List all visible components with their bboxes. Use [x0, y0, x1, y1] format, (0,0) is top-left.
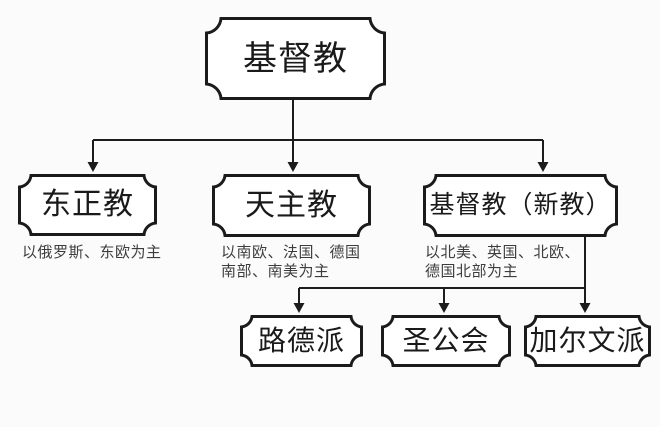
node-christianity: 基督教: [205, 17, 386, 100]
plaque-border-shape: [423, 174, 618, 237]
plaque-border-shape: [524, 315, 651, 367]
node-calvinist-label: 加尔文派: [529, 325, 646, 356]
node-catholicism: 天主教: [212, 174, 371, 237]
node-protestantism: 基督教（新教）: [423, 174, 618, 237]
node-eastern-orthodox-label: 东正教: [41, 188, 134, 221]
node-lutheran: 路德派: [240, 315, 363, 367]
node-eastern-orthodox: 东正教: [18, 174, 157, 236]
caption-line: 南部、南美为主: [221, 263, 330, 280]
caption-line: 以南欧、法国、德国: [221, 244, 361, 261]
arrowhead-down-icon: [293, 303, 305, 313]
caption-catholicism: 以南欧、法国、德国 南部、南美为主: [221, 243, 361, 281]
caption-eastern-orthodox: 以俄罗斯、东欧为主: [22, 243, 162, 262]
arrowhead-down-icon: [438, 303, 450, 313]
plaque-border-shape: [240, 315, 363, 367]
plaque-border-shape: [205, 17, 386, 100]
caption-line: 德国北部为主: [425, 263, 519, 280]
node-anglican: 圣公会: [381, 315, 511, 367]
arrowhead-down-icon: [87, 162, 99, 172]
caption-line: 以俄罗斯、东欧为主: [22, 244, 162, 261]
node-protestantism-label: 基督教（新教）: [429, 191, 612, 219]
caption-line: 以北美、英国、北欧、: [425, 244, 581, 261]
node-christianity-label: 基督教: [243, 39, 348, 78]
node-catholicism-label: 天主教: [245, 188, 338, 222]
arrowhead-down-icon: [287, 162, 299, 172]
arrowhead-down-icon: [537, 162, 549, 172]
node-anglican-label: 圣公会: [402, 325, 490, 356]
plaque-border-shape: [18, 174, 157, 236]
plaque-border-shape: [212, 174, 371, 237]
node-lutheran-label: 路德派: [257, 325, 345, 356]
node-calvinist: 加尔文派: [524, 315, 651, 367]
arrowhead-down-icon: [579, 303, 591, 313]
plaque-border-shape: [381, 315, 511, 367]
caption-protestantism: 以北美、英国、北欧、 德国北部为主: [425, 243, 580, 281]
